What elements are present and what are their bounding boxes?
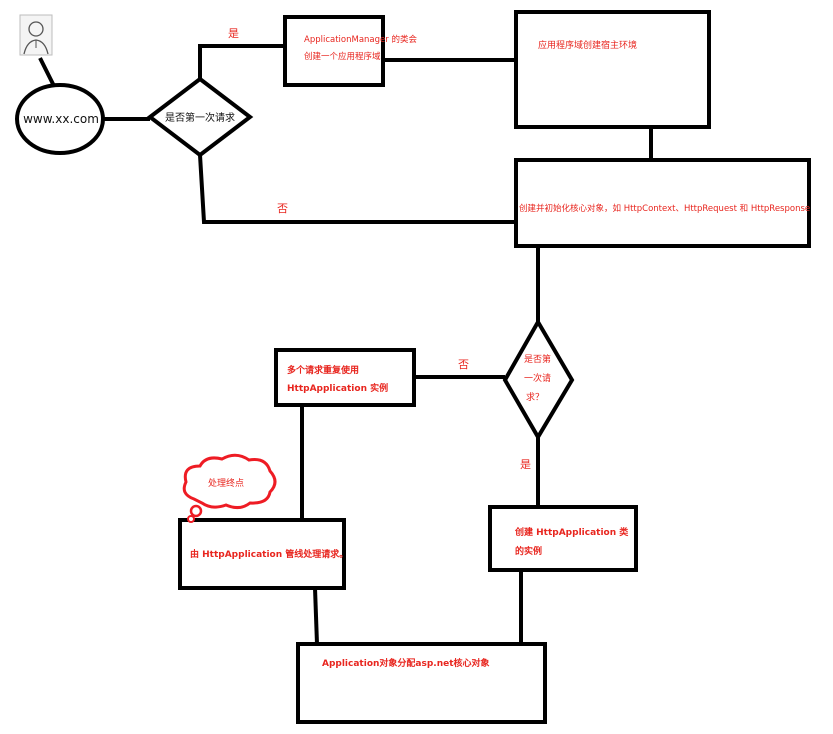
- connector-decision-yes: [198, 44, 285, 79]
- first-request-decision-2: [502, 318, 575, 441]
- decision2-label-line1: 是否第: [524, 353, 551, 365]
- create-app-label-line1: 创建 HttpApplication 类: [514, 526, 629, 538]
- core-objects-box: [514, 158, 811, 248]
- create-app-label-line2: 的实例: [515, 545, 542, 557]
- host-env-box: [514, 10, 711, 129]
- reuse-app-label-line1: 多个请求重复使用: [287, 364, 359, 376]
- edge-label-no-2: 否: [458, 358, 469, 371]
- core-assign-box: [296, 642, 547, 724]
- user-avatar-icon: [19, 14, 53, 56]
- decision2-label-line2: 一次请: [524, 372, 551, 384]
- connector-pipeline-to-assign: [313, 587, 319, 645]
- decision2-label-line3: 求？: [526, 391, 544, 403]
- end-cloud-icon: [182, 453, 277, 523]
- connector-avatar-to-client: [38, 57, 57, 89]
- host-env-label: 应用程序域创建宿主环境: [538, 39, 637, 51]
- edge-label-no-1: 否: [277, 202, 288, 215]
- reuse-app-box: [274, 348, 416, 407]
- client-node: [15, 83, 105, 155]
- pipeline-box: [178, 518, 346, 590]
- core-objects-label: 创建并初始化核心对象，如 HttpContext、HttpRequest 和 H…: [519, 203, 810, 214]
- reuse-app-label-line2: HttpApplication 实例: [287, 382, 388, 394]
- client-label: www.xx.com: [23, 112, 99, 126]
- app-manager-box: [283, 15, 385, 87]
- edge-label-yes-2: 是: [520, 458, 531, 471]
- app-manager-label-line1: ApplicationManager 的类会: [304, 34, 417, 45]
- connector-decision-no: [198, 154, 516, 224]
- connectors: [38, 44, 653, 645]
- app-manager-label-line2: 创建一个应用程序域: [304, 51, 381, 62]
- create-app-box: [488, 505, 638, 572]
- pipeline-label: 由 HttpApplication 管线处理请求。: [190, 548, 348, 560]
- core-assign-label: Application对象分配asp.net核心对象: [322, 657, 490, 669]
- first-request-label: 是否第一次请求: [165, 111, 235, 124]
- end-cloud-label: 处理终点: [208, 477, 244, 489]
- edge-label-yes-1: 是: [228, 27, 239, 40]
- first-request-decision: [146, 76, 254, 158]
